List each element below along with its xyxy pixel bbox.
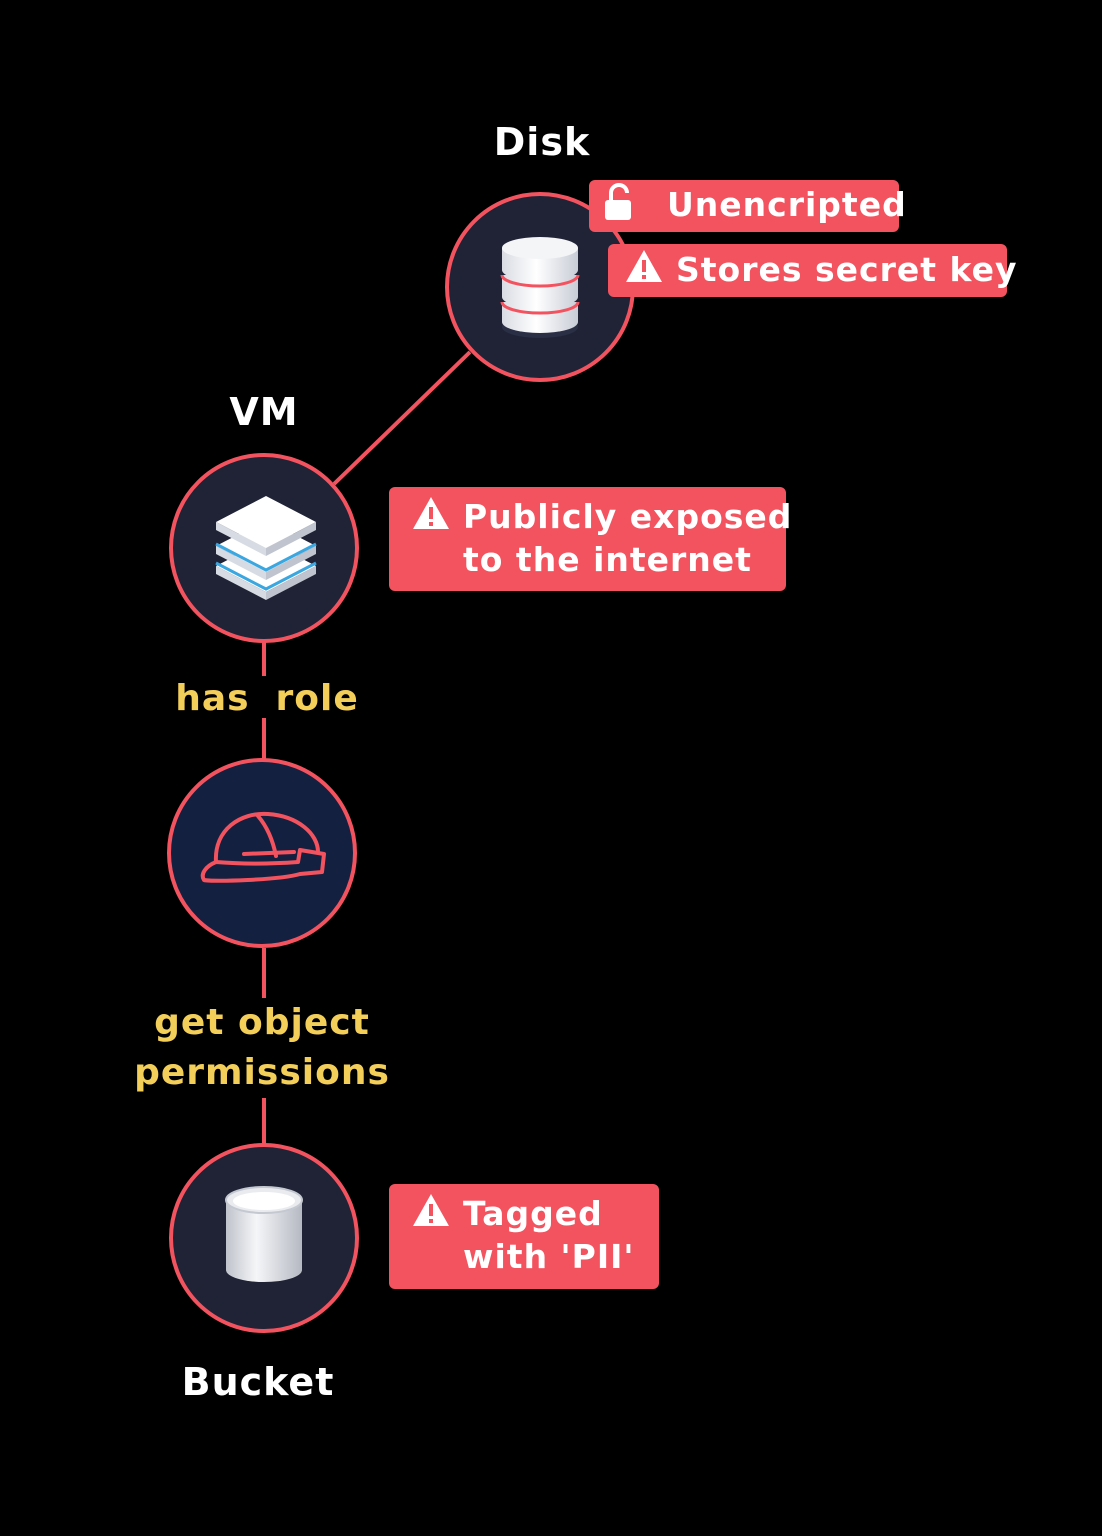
edge-label-word-has: has	[175, 678, 250, 719]
disk-node[interactable]	[445, 192, 635, 382]
warning-icon	[411, 495, 451, 531]
hard-hat-icon	[200, 811, 326, 883]
edge-label-word-role: role	[275, 678, 359, 719]
disk-label: Disk	[493, 120, 591, 164]
badge-tagged-pii-text: Tagged with 'PII'	[463, 1192, 635, 1278]
edge-label-line-2: permissions	[134, 1052, 390, 1093]
badge-tagged-pii: Tagged with 'PII'	[389, 1184, 659, 1289]
badge-publicly-exposed-line-1: Publicly exposed	[463, 497, 793, 536]
bucket-label: Bucket	[181, 1360, 335, 1404]
role-node[interactable]	[167, 758, 357, 948]
badge-publicly-exposed: Publicly exposed to the internet	[389, 487, 791, 591]
vm-label: VM	[229, 390, 299, 434]
badge-unencrypted-text: Unencripted	[667, 185, 907, 224]
vm-node[interactable]	[169, 453, 359, 643]
warning-icon	[411, 1192, 451, 1228]
edge-label-line-1: get object	[154, 1002, 370, 1043]
badge-stores-secret-key-text: Stores secret key	[676, 250, 1018, 289]
database-icon	[500, 237, 580, 338]
edge-label-get-object-permissions: get object permissions	[134, 998, 390, 1098]
badge-publicly-exposed-text: Publicly exposed to the internet	[463, 495, 792, 581]
badge-tagged-pii-line-1: Tagged	[463, 1194, 603, 1233]
unlock-icon	[599, 183, 639, 223]
server-stack-icon	[215, 496, 317, 600]
bucket-icon	[225, 1186, 303, 1282]
badge-publicly-exposed-line-2: to the internet	[463, 540, 752, 579]
badge-stores-secret-key: Stores secret key	[608, 244, 1016, 297]
warning-icon	[624, 248, 664, 284]
badge-tagged-pii-line-2: with 'PII'	[463, 1237, 635, 1276]
bucket-node[interactable]	[169, 1143, 359, 1333]
badge-unencrypted: Unencripted	[589, 180, 906, 232]
edge-disk-vm	[332, 350, 472, 486]
